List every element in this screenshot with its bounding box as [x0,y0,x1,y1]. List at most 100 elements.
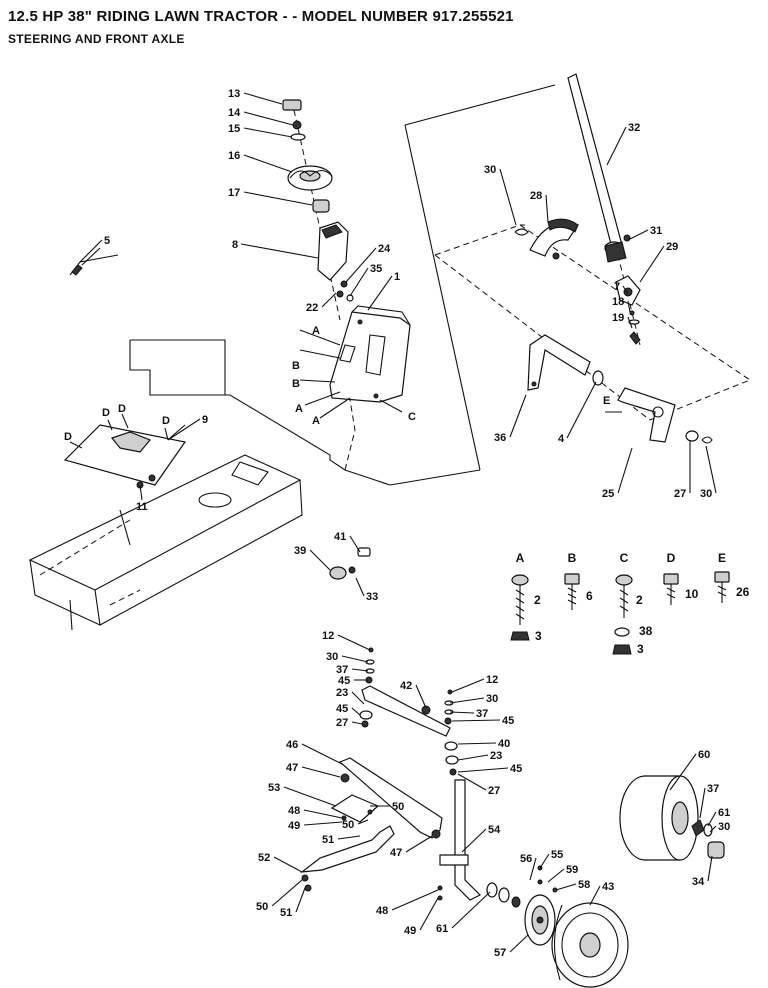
hex-bolt-d [663,573,679,605]
leader-line [243,92,283,105]
leader-line [351,721,363,725]
callout-label: A [295,403,303,415]
spindle-part-54 [454,779,482,901]
leader-line [243,127,293,138]
callout-leader-lines [79,92,717,953]
leader-line [509,934,529,953]
callout-label: 47 [286,762,298,774]
fastener-key: A B C D E 2 6 2 10 26 3 38 3 [510,551,750,656]
callout-label: 28 [530,190,542,202]
callout-label: 61 [718,807,730,819]
callout-label: 54 [488,824,501,836]
steering-arm-assembly [527,334,713,444]
leader-line [555,883,577,891]
leader-line [295,887,306,913]
callout-label: D [162,415,170,427]
sector-gear-part-28 [529,222,579,257]
callout-label: A [312,325,320,337]
callout-label: 40 [498,738,510,750]
leader-line [351,691,365,705]
callout-label: 42 [400,680,412,692]
callout-label: 48 [288,805,300,817]
nut-part-14 [292,120,302,130]
steering-shaft-part-32 [567,73,623,249]
callout-label: 36 [494,432,506,444]
callout-label: 39 [294,545,306,557]
dash-panel-part-1 [299,305,411,419]
washer-part-18 [629,310,635,316]
lever-part-52 [299,825,395,873]
callout-label: 25 [602,488,614,500]
leader-line [451,678,485,693]
callout-label: 16 [228,150,240,162]
bracket-part-25 [617,387,676,443]
steering-arm-part-36 [527,334,591,391]
callout-label: 50 [392,801,404,813]
callout-label: 23 [490,750,502,762]
leader-line [457,773,487,791]
callout-label: 37 [336,664,348,676]
leader-line [273,856,303,873]
drag-link-part-42 [361,685,451,737]
bolt-part-24 [340,280,348,288]
callout-label: 58 [578,879,590,891]
callout-label: 53 [268,782,280,794]
leader-line [167,418,201,441]
leader-line [351,707,361,716]
drag-link-hardware [329,547,371,580]
key-qty-c: 2 [636,593,643,607]
callout-label: 45 [502,715,514,727]
washer-part-27 [685,430,699,442]
leader-line [509,394,527,438]
callout-label: B [292,378,300,390]
callout-label: 22 [306,302,318,314]
tractor-frame-rails [28,454,303,631]
callout-label: 13 [228,88,240,100]
callout-label: 49 [288,820,300,832]
callout-label: 18 [612,296,624,308]
bolt-part-19 [629,331,641,345]
leader-line [405,835,433,853]
callout-label: 30 [700,488,712,500]
leader-line [627,300,631,313]
callout-label: 27 [674,488,686,500]
leader-line [243,191,313,206]
leader-line [357,819,369,825]
carriage-bolt-c [612,574,633,655]
leader-line [707,811,717,827]
callout-label: 15 [228,123,240,135]
cap-part-13 [282,99,302,111]
bracket-part-5 [69,247,119,276]
bracket-part-53 [330,794,380,823]
callout-label: 37 [476,708,488,720]
callout-label: 30 [326,651,338,663]
carriage-bolt-a [510,574,530,641]
leader-line [457,742,497,745]
leader-line [341,655,369,663]
key-letter-d: D [667,551,676,565]
leader-line [79,239,103,263]
leader-line [355,577,365,597]
leader-line [303,821,343,826]
leader-line [699,787,706,819]
leader-line [627,229,649,241]
key-letter-a: A [516,551,525,565]
callout-label: 60 [698,749,710,761]
leader-line [457,767,509,773]
callout-label: 24 [378,243,391,255]
callout-label: 33 [366,591,378,603]
callout-label: 31 [650,225,662,237]
callout-label: 1 [394,271,400,283]
callout-label: 11 [136,501,148,513]
hex-bolt-e [714,571,730,603]
leader-line [337,634,371,651]
callout-label: 46 [286,739,298,751]
leader-line [547,868,565,883]
callout-label: 57 [494,947,506,959]
callout-label: 51 [322,834,334,846]
bushing-part-17 [312,199,330,213]
leader-line [457,754,489,761]
